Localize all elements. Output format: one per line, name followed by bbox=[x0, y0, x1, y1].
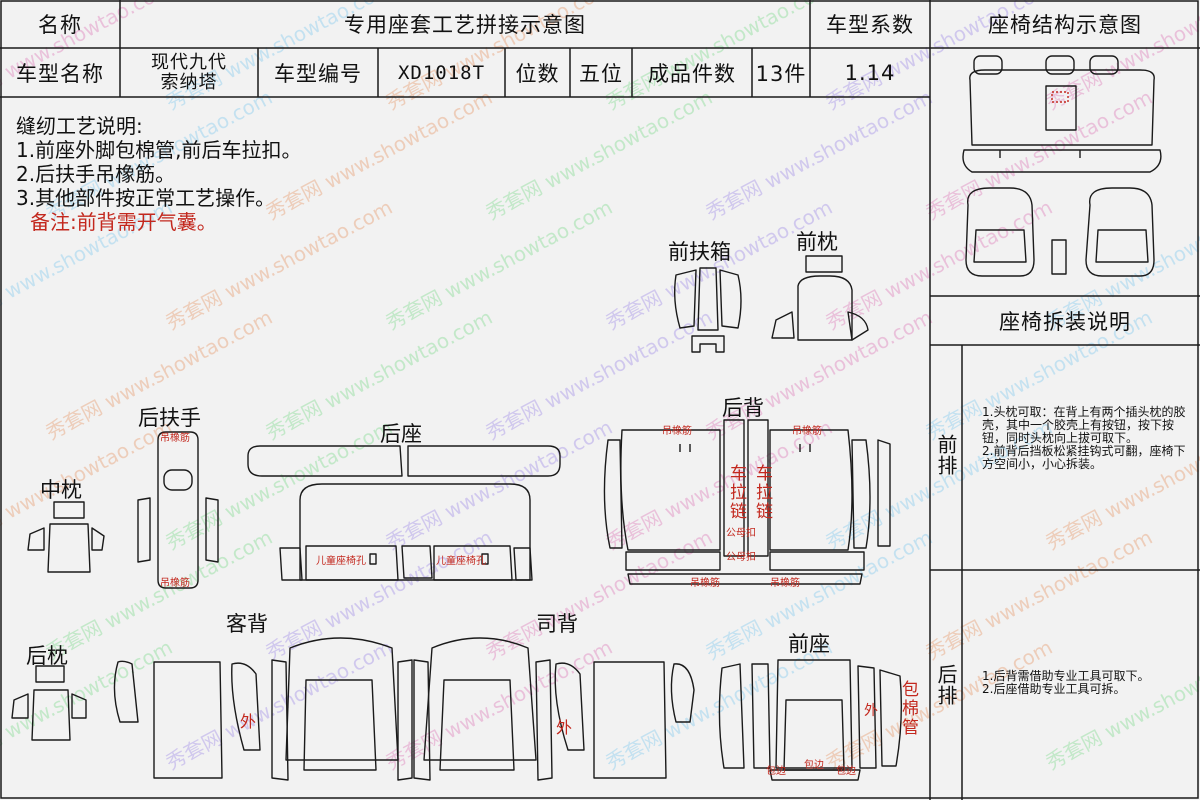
coef-value: 1.14 bbox=[844, 60, 896, 85]
removal-title: 座椅拆装说明 bbox=[999, 309, 1131, 334]
structure-title: 座椅结构示意图 bbox=[988, 13, 1142, 37]
model-name-label: 车型名称 bbox=[16, 61, 104, 86]
model-no-label: 车型编号 bbox=[274, 61, 362, 86]
rear-back-elastic-left: 吊橡筋 bbox=[662, 426, 692, 437]
driver-back-pieces bbox=[413, 637, 695, 781]
center-pillow-pieces bbox=[27, 501, 105, 573]
notes-item-1: 1.前座外脚包棉管,前后车拉扣。 bbox=[16, 138, 302, 162]
label-center-pillow: 中枕 bbox=[40, 478, 82, 502]
passenger-back-pieces bbox=[113, 637, 413, 781]
label-passenger-back: 客背 bbox=[226, 612, 268, 636]
rear-back-elastic-right: 吊橡筋 bbox=[792, 426, 822, 437]
label-rear-armrest: 后扶手 bbox=[138, 406, 201, 430]
sewing-notes: 缝纫工艺说明: 1.前座外脚包棉管,前后车拉扣。 2.后扶手吊橡筋。 3.其他部… bbox=[16, 114, 301, 234]
label-rear-seat: 后座 bbox=[380, 422, 422, 446]
notes-title: 缝纫工艺说明: bbox=[16, 114, 143, 138]
pieces-label: 成品件数 bbox=[648, 61, 736, 86]
snap-bottom: 公母扣 bbox=[726, 552, 756, 563]
label-front-pillow: 前枕 bbox=[796, 230, 838, 254]
front-box-pieces bbox=[673, 267, 742, 353]
zipper-left: 车拉链 bbox=[726, 464, 746, 521]
model-no: XD1018T bbox=[397, 61, 486, 84]
front-row-label: 前排 bbox=[934, 434, 958, 476]
seat-structure-rear bbox=[962, 55, 1162, 173]
rear-pillow-pieces bbox=[11, 665, 87, 741]
snap-top: 公母扣 bbox=[726, 528, 756, 539]
front-hem-right: 包边 bbox=[836, 766, 856, 777]
label-driver-back: 司背 bbox=[536, 612, 578, 636]
model-name: 现代九代 索纳塔 bbox=[151, 51, 227, 93]
rear-armrest-pieces bbox=[137, 431, 219, 589]
pieces-value: 13件 bbox=[755, 61, 807, 86]
front-seat-pieces bbox=[718, 659, 903, 781]
label-front-seat: 前座 bbox=[788, 632, 830, 656]
front-wrap-tube: 包棉管 bbox=[898, 680, 918, 737]
zipper-right: 车拉链 bbox=[752, 464, 772, 521]
name-label: 名称 bbox=[38, 13, 82, 37]
armrest-elastic-bottom: 吊橡筋 bbox=[160, 578, 190, 589]
driver-outer-mark: 外 bbox=[556, 718, 573, 737]
rear-back-elastic-bottom-right: 吊橡筋 bbox=[770, 578, 800, 589]
rear-seat-pieces bbox=[247, 445, 561, 581]
front-row-notes: 1.头枕可取：在背上有两个插头枕的胶壳，其中一个胶壳上有按钮，按下按钮，同时头枕… bbox=[982, 405, 1186, 471]
coef-label: 车型系数 bbox=[826, 13, 914, 37]
child-seat-hole-left: 儿童座椅孔 bbox=[316, 556, 366, 567]
notes-item-3: 3.其他部件按正常工艺操作。 bbox=[16, 186, 276, 210]
seat-structure-front bbox=[965, 187, 1155, 277]
front-hem-center: 包边 bbox=[804, 760, 824, 771]
rear-back-pieces bbox=[603, 419, 891, 585]
notes-item-2: 2.后扶手吊橡筋。 bbox=[16, 162, 176, 186]
child-seat-hole-right: 儿童座椅孔 bbox=[436, 556, 486, 567]
sheet-title: 专用座套工艺拼接示意图 bbox=[344, 13, 586, 37]
seats-value: 五位 bbox=[579, 61, 623, 86]
notes-remark: 备注:前背需开气囊。 bbox=[30, 210, 217, 234]
front-pillow-pieces bbox=[771, 255, 869, 341]
seats-label: 位数 bbox=[515, 61, 560, 86]
label-rear-back: 后背 bbox=[722, 396, 764, 420]
rear-row-notes: 1.后背需借助专业工具可取下。 2.后座借助专业工具可拆。 bbox=[982, 669, 1150, 696]
front-hem-left: 包边 bbox=[766, 766, 786, 777]
rear-row-label: 后排 bbox=[934, 664, 958, 706]
label-front-box: 前扶箱 bbox=[668, 240, 731, 264]
label-rear-pillow: 后枕 bbox=[26, 644, 68, 668]
passenger-outer-mark: 外 bbox=[240, 712, 257, 731]
rear-back-elastic-bottom-left: 吊橡筋 bbox=[690, 578, 720, 589]
front-outer-mark: 外 bbox=[864, 703, 878, 719]
armrest-elastic-top: 吊橡筋 bbox=[160, 433, 190, 444]
